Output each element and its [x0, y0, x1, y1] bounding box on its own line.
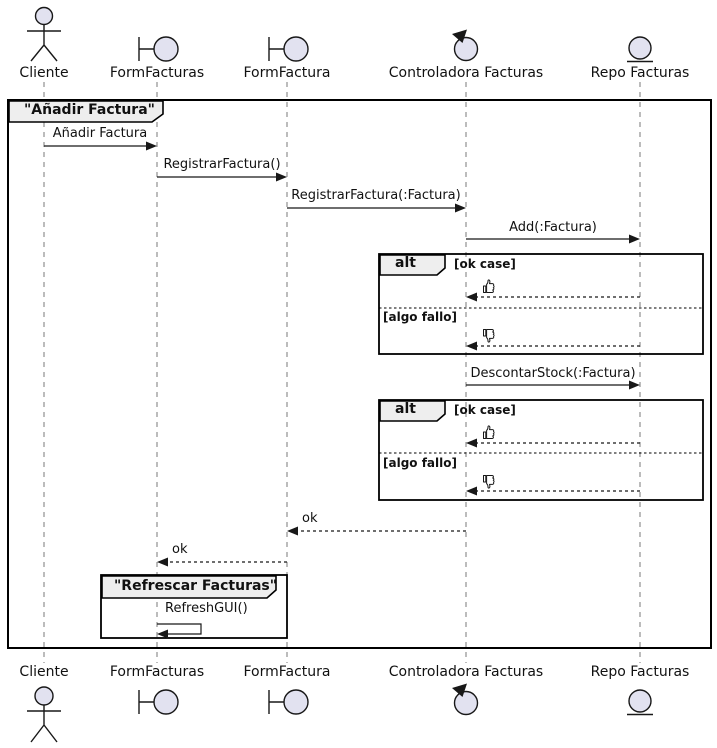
message-arrow-registrar-factura: [157, 172, 287, 182]
thumbs-down-icon: [483, 328, 495, 343]
participant-label-formfacturas-top: FormFacturas: [109, 65, 205, 81]
thumbs-up-icon: [483, 425, 495, 440]
main-frame-title-pentagon: [8, 100, 164, 123]
participant-label-repo-top: Repo Facturas: [590, 65, 690, 81]
thumbs-down-icon: [483, 474, 495, 489]
message-label-ok-1: ok: [302, 511, 318, 526]
alt2-guard-fail-label: [algo fallo]: [383, 456, 457, 470]
message-label-registrar-factura-param: RegistrarFactura(:Factura): [291, 188, 461, 203]
return-arrow-ok-to-formfactura: [287, 526, 466, 536]
entity-icon-repo-bottom: [627, 689, 653, 716]
alt2-operator-label: alt: [395, 401, 416, 417]
main-frame-title: "Añadir Factura": [24, 102, 155, 118]
lifelines: [43, 82, 641, 663]
message-arrow-add-factura: [466, 234, 640, 244]
participant-label-formfactura-bottom: FormFactura: [243, 664, 331, 680]
return-arrow-ok-1: [466, 292, 640, 302]
participant-label-controladora-top: Controladora Facturas: [388, 65, 544, 81]
boundary-icon-formfactura-bottom: [268, 689, 309, 715]
alt2-guard-ok-label: [ok case]: [454, 403, 516, 417]
boundary-icon-formfacturas-bottom: [138, 689, 179, 715]
participant-label-repo-bottom: Repo Facturas: [590, 664, 690, 680]
boundary-icon-formfacturas-top: [138, 36, 179, 62]
boundary-icon-formfactura-top: [268, 36, 309, 62]
participant-label-cliente-top: Cliente: [19, 65, 69, 81]
message-label-descontar-stock: DescontarStock(:Factura): [470, 366, 636, 381]
participant-label-controladora-bottom: Controladora Facturas: [388, 664, 544, 680]
message-label-refreshgui: RefreshGUI(): [165, 601, 248, 616]
alt-frame-1: [378, 253, 704, 355]
message-arrow-descontar-stock: [466, 380, 640, 390]
control-icon-controladora-top: [452, 29, 479, 62]
main-frame-border: [7, 99, 712, 649]
thumbs-up-icon: [483, 279, 495, 294]
return-arrow-fail-1: [466, 341, 640, 351]
entity-icon-repo-top: [627, 36, 653, 63]
return-arrow-fail-2: [466, 486, 640, 496]
participant-label-formfacturas-bottom: FormFacturas: [109, 664, 205, 680]
message-label-add-factura: Add(:Factura): [509, 220, 597, 235]
control-icon-controladora-bottom: [452, 683, 479, 716]
inner-frame-title: "Refrescar Facturas": [114, 578, 278, 594]
message-arrow-registrar-factura-param: [287, 203, 466, 213]
alt1-operator-label: alt: [395, 255, 416, 271]
inner-frame: [100, 574, 288, 639]
message-arrow-anadir-factura: [44, 141, 157, 151]
participant-label-cliente-bottom: Cliente: [19, 664, 69, 680]
message-label-registrar-factura: RegistrarFactura(): [163, 157, 281, 172]
return-arrow-ok-2: [466, 438, 640, 448]
self-message-arrow-refreshgui: [157, 623, 202, 639]
alt1-guard-ok-label: [ok case]: [454, 257, 516, 271]
return-arrow-ok-to-formfacturas: [157, 557, 287, 567]
alt1-guard-fail-label: [algo fallo]: [383, 310, 457, 324]
message-label-ok-2: ok: [172, 542, 188, 557]
participant-label-formfactura-top: FormFactura: [243, 65, 331, 81]
actor-icon-cliente-top: [27, 6, 61, 62]
actor-icon-cliente-bottom: [27, 686, 61, 743]
message-label-anadir-factura: Añadir Factura: [52, 126, 148, 141]
alt-frame-2: [378, 399, 704, 501]
